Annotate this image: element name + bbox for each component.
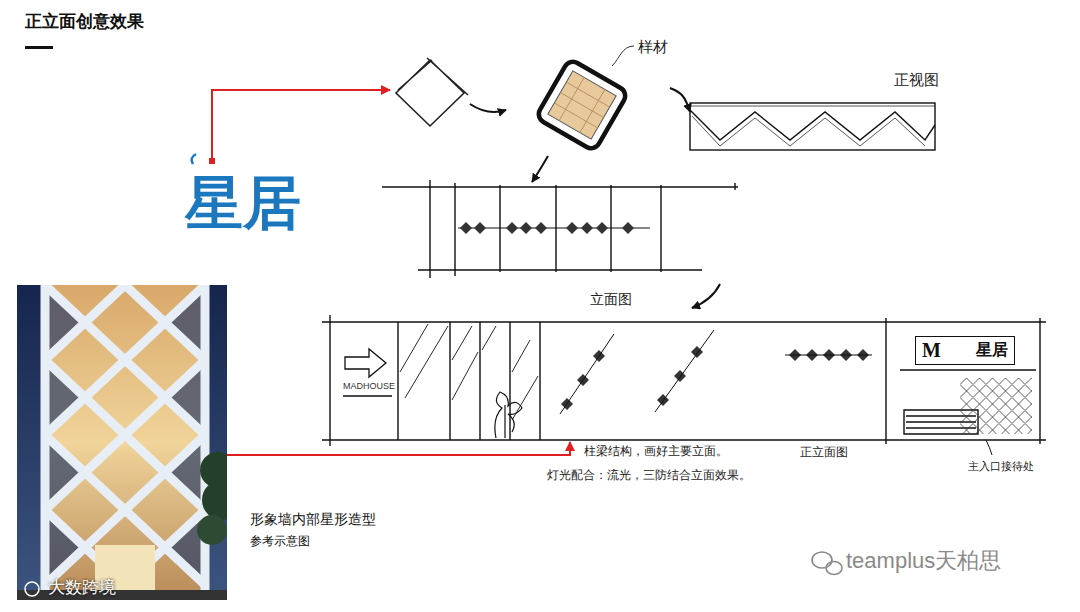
page-title: 正立面创意效果: [25, 10, 144, 33]
watermark-icon: [25, 582, 39, 596]
star-diamond: [520, 222, 532, 234]
zigzag-strip: [690, 103, 935, 150]
sketch-arrow: [470, 104, 506, 112]
sample-tile: [536, 59, 629, 152]
node-text: 星居: [976, 341, 1008, 359]
star-diamond: [581, 222, 593, 234]
sample-tile: [548, 71, 616, 139]
annotation-note: 主入口接待处: [968, 460, 1034, 473]
annotation-note: 柱梁结构，画好主要立面。: [584, 445, 728, 459]
logo-link-arrow: [212, 90, 390, 158]
watermark-icon: [25, 582, 39, 596]
star-diamond: [535, 222, 547, 234]
node-text: M: [922, 339, 941, 362]
star-diamond: [566, 222, 578, 234]
zigzag-strip: [690, 106, 935, 107]
zigzag-strip: [692, 116, 925, 146]
node-text: 星居: [185, 170, 301, 237]
annotation-note: 正立面图: [800, 446, 848, 460]
reference-photo: [202, 480, 227, 520]
wechat-icon: [826, 562, 842, 575]
elevation-sketch: [382, 180, 738, 278]
elevation-sketch: [382, 180, 738, 278]
reference-photo: [45, 285, 205, 600]
logo-mark: [209, 158, 215, 164]
reference-photo: [17, 285, 227, 600]
leader-line: [612, 46, 634, 66]
logo-box: 星居: [183, 168, 311, 239]
facade-sketch: [345, 349, 386, 377]
reference-photo: [45, 285, 205, 600]
sketch-arrow: [692, 284, 720, 308]
star-diamond: [474, 222, 486, 234]
wechat-icon: [812, 552, 842, 575]
zigzag-strip: [690, 103, 935, 150]
star-diamond: [622, 222, 634, 234]
facade-sketch: [343, 395, 392, 396]
facade-sketch: [560, 330, 714, 414]
star-diamond: [460, 222, 472, 234]
facade-sketch: [960, 378, 1032, 434]
facade-elevation: 立面图 M 星居: [325, 290, 1045, 442]
title-rule: [25, 46, 53, 49]
reference-photo: [197, 515, 227, 545]
star-diamond: [596, 222, 608, 234]
watermark: teamplus天柏思: [846, 548, 1001, 573]
facade-sketch: [322, 315, 1046, 446]
zigzag-strip: [690, 110, 935, 140]
facade-sketch: [400, 324, 538, 420]
facade-sketch: [495, 392, 522, 438]
facade-sketch: [900, 370, 1036, 434]
logo-link-arrow: [212, 90, 390, 158]
signage-box: M 星居: [915, 336, 1015, 365]
reference-photo: 形象墙内部星形造型参考示意图: [17, 285, 227, 600]
sample-tile: [548, 71, 616, 139]
diamond-sketch: [396, 58, 468, 126]
connector-arrow: [670, 88, 690, 112]
star-diamond: [506, 222, 518, 234]
star-diamond: [460, 222, 869, 410]
sample-tile: 样材: [530, 38, 670, 173]
node-text: 正视图: [894, 71, 939, 88]
elevation-sketch: [458, 228, 650, 229]
facade-sketch: [986, 440, 992, 455]
annotation-note: 灯光配合：流光，三防结合立面效果。: [547, 469, 751, 483]
logo-mark: [192, 154, 196, 164]
node-text: 样材: [638, 38, 668, 55]
watermark: 大数跨境: [48, 578, 116, 598]
sketch-arrow: [532, 156, 548, 182]
node-text: 参考示意图: [250, 535, 310, 549]
node-text: 形象墙内部星形造型: [250, 511, 376, 527]
diamond-sketch: [396, 58, 468, 126]
sample-tile: [536, 59, 629, 152]
facade-sketch: [322, 315, 1046, 455]
sign-text: MADHOUSE: [343, 381, 395, 391]
connector-arrow: [227, 442, 570, 455]
node-text: 立面图: [590, 291, 632, 307]
elevation-strip: 正视图: [690, 70, 945, 155]
facade-sketch: [785, 355, 872, 356]
reference-photo: [45, 285, 205, 600]
reference-photo: [45, 285, 205, 600]
wechat-icon: [812, 552, 832, 568]
